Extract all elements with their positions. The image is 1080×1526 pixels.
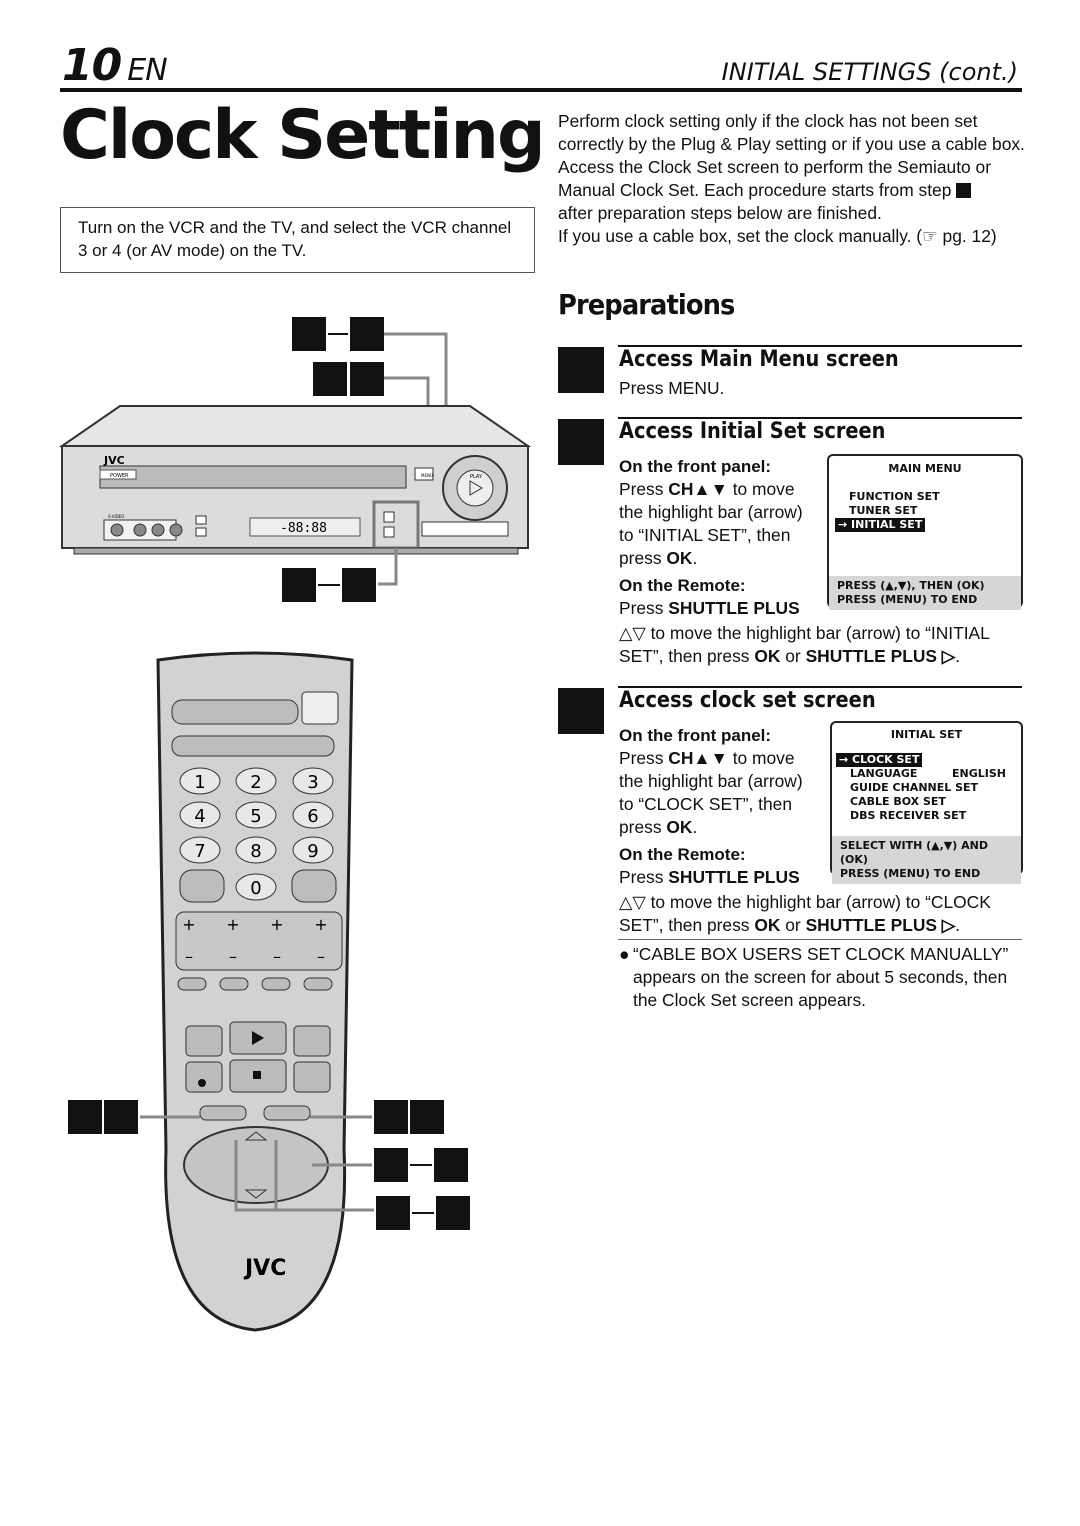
svg-text:+: + (226, 915, 239, 934)
page-title: Clock Setting (60, 96, 546, 175)
svg-text:0: 0 (250, 878, 261, 899)
callout-square (376, 1196, 410, 1230)
svg-text:9: 9 (307, 841, 318, 862)
callout-square (374, 1148, 408, 1182)
osd-title: MAIN MENU (888, 462, 962, 475)
language-code: EN (127, 53, 167, 88)
callout-square (313, 362, 347, 396)
callout-square (434, 1148, 468, 1182)
callout-square (68, 1100, 102, 1134)
step-1-instruction: Press MENU. (619, 378, 725, 398)
intro-paragraph: Perform clock setting only if the clock … (558, 111, 1025, 154)
step-number-2 (558, 419, 604, 465)
svg-text:MENU: MENU (421, 473, 433, 478)
svg-text:+: + (182, 915, 195, 934)
osd-item: GUIDE CHANNEL SET (850, 781, 979, 794)
step-number-3 (558, 688, 604, 734)
svg-text:+: + (314, 915, 327, 934)
running-title: INITIAL SETTINGS (cont.) (721, 58, 1018, 86)
step-number-1 (558, 347, 604, 393)
osd-item-highlight: → CLOCK SET (836, 753, 923, 767)
osd-footer: SELECT WITH (▲,▼) AND (OK) (840, 839, 988, 866)
osd-item: FUNCTION SET (849, 490, 940, 503)
svg-text:5: 5 (250, 806, 261, 827)
step-1-heading: Access Main Menu screen (619, 347, 899, 372)
callout-square (282, 568, 316, 602)
osd-item: DBS RECEIVER SET (850, 809, 967, 822)
svg-text:JVC: JVC (243, 1256, 286, 1281)
svg-text:6: 6 (307, 806, 318, 827)
callout-square (436, 1196, 470, 1230)
step-rule (618, 345, 1022, 347)
svg-text:2: 2 (250, 772, 261, 793)
step-2-front-panel: On the front panel: Press CH▲▼ to move t… (619, 457, 803, 618)
step-rule (618, 686, 1022, 688)
svg-text:JVC: JVC (103, 454, 125, 467)
callout-square (342, 568, 376, 602)
step-rule (618, 417, 1022, 419)
osd-item-highlight: → INITIAL SET (835, 518, 926, 532)
callout-square (104, 1100, 138, 1134)
svg-text:–: – (229, 947, 237, 966)
osd-item: CABLE BOX SET (850, 795, 946, 808)
svg-text:3: 3 (307, 772, 318, 793)
preparations-heading: Preparations (558, 288, 735, 321)
step-3-front-panel: On the front panel: Press CH▲▼ to move t… (619, 726, 803, 887)
bullet-icon: ● (619, 944, 630, 964)
callout-square (292, 317, 326, 351)
svg-text:1: 1 (194, 772, 205, 793)
step-2-heading: Access Initial Set screen (619, 419, 886, 444)
intro-text: Perform clock setting only if the clock … (558, 110, 1028, 248)
svg-text:+: + (270, 915, 283, 934)
remote-control: 1 2 3 4 5 6 7 8 9 0 + + + + – – – – (156, 651, 354, 1332)
svg-text:–: – (185, 947, 193, 966)
svg-text:S-VIDEO: S-VIDEO (108, 514, 124, 519)
osd-item: TUNER SET (849, 504, 918, 517)
svg-text:PLAY: PLAY (470, 474, 483, 480)
svg-text:-88:88: -88:88 (280, 521, 327, 536)
svg-text:–: – (317, 947, 325, 966)
callout-square (350, 317, 384, 351)
vcr-front-panel: JVC POWER MENU PLAY S-VIDEO -88:88 (58, 405, 532, 555)
step-square-icon (956, 183, 972, 198)
svg-text:POWER: POWER (110, 473, 129, 479)
intro-paragraph: If you use a cable box, set the clock ma… (558, 226, 997, 246)
svg-text:–: – (273, 947, 281, 966)
step-3-note: ●“CABLE BOX USERS SET CLOCK MANUALLY” ap… (619, 944, 1009, 1010)
svg-text:7: 7 (194, 841, 205, 862)
step-3-remote-text: △▽ to move the highlight bar (arrow) to … (619, 892, 991, 935)
note-rule (618, 939, 1022, 940)
osd-footer: PRESS (MENU) TO END (840, 867, 981, 880)
svg-text:8: 8 (250, 841, 261, 862)
callout-square (410, 1100, 444, 1134)
osd-title: INITIAL SET (890, 728, 963, 741)
step-3-heading: Access clock set screen (619, 688, 876, 713)
intro-paragraph: Access the Clock Set screen to perform t… (558, 157, 992, 223)
header-rule (60, 88, 1022, 92)
callout-square (350, 362, 384, 396)
svg-text:4: 4 (194, 806, 205, 827)
osd-main-menu: MAIN MENU FUNCTION SET TUNER SET → INITI… (827, 454, 1023, 610)
osd-footer: PRESS (▲,▼), THEN (OK) (837, 579, 985, 592)
osd-footer: PRESS (MENU) TO END (837, 593, 978, 606)
step-2-remote-text: △▽ to move the highlight bar (arrow) to … (619, 623, 990, 666)
vcr-remote-illustration: JVC POWER MENU PLAY S-VIDEO -88:88 (58, 317, 532, 1332)
callout-square (374, 1100, 408, 1134)
prerequisite-box: Turn on the VCR and the TV, and select t… (60, 207, 535, 273)
